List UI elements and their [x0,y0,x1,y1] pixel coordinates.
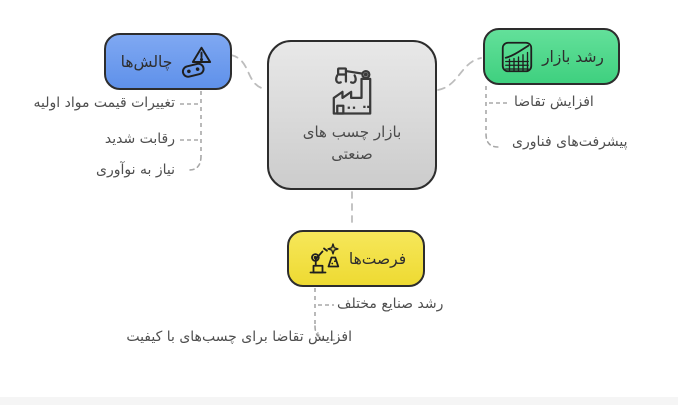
market-growth-item-1: افزایش تقاضا [514,94,594,110]
opportunities-item-1: رشد صنایع مختلف [337,296,444,312]
market-growth-node-label: رشد بازار [542,47,604,66]
challenges-node-label: چالش‌ها [120,52,173,71]
branch-node-challenges: چالش‌ها [104,33,232,90]
central-node-label-line1: بازار چسب های [302,122,402,141]
branch-node-opportunities: فرصت‌ها [287,230,425,287]
factory-crane-icon [326,65,378,117]
robot-arm-sparkle-icon [306,241,342,277]
bottom-edge-bar [0,397,678,405]
central-node-industrial-adhesives-market: بازار چسب های صنعتی [267,40,437,190]
challenges-item-2: رقابت شدید [104,131,175,147]
central-node-label-line2: صنعتی [331,145,373,163]
warning-belt-icon [179,44,215,80]
opportunities-item-2: افزایش تقاضا برای چسب‌های با کیفیت [126,329,352,345]
branch-node-market-growth: رشد بازار [483,28,620,85]
central-node-label: بازار چسب های صنعتی [303,121,402,166]
opportunities-node-label: فرصت‌ها [348,249,407,268]
challenges-item-1: تغییرات قیمت مواد اولیه [33,95,175,111]
growth-chart-grid-icon [499,39,535,75]
market-growth-item-2: پیشرفت‌های فناوری [512,134,628,150]
challenges-item-3: نیاز به نوآوری [96,162,175,178]
